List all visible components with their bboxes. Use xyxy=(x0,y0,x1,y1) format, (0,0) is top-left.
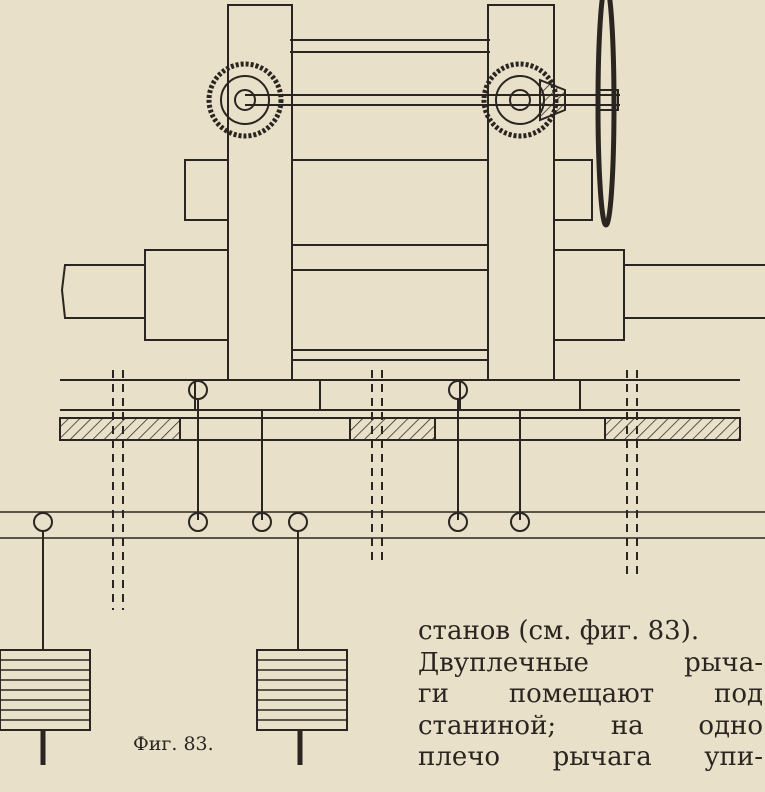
rolls-block xyxy=(291,159,489,361)
text-line: плечо рычага упи- xyxy=(418,742,763,772)
text-line: Двуплечные рыча- xyxy=(418,647,763,678)
right-side-block xyxy=(553,159,593,221)
body-text: станов (см. фиг. 83). Двуплечные рыча- г… xyxy=(418,616,763,774)
hatched-beam xyxy=(59,417,741,441)
text-line: ги помещают под xyxy=(418,679,763,709)
bevel-gear-right xyxy=(481,61,566,139)
left-roll-neck xyxy=(60,249,229,341)
left-side-block xyxy=(184,159,229,221)
anchor-bolts xyxy=(112,370,638,610)
weight-left xyxy=(0,649,91,765)
weight-right xyxy=(256,649,348,765)
top-shaft xyxy=(290,39,490,53)
figure-caption: Фиг. 83. xyxy=(133,733,214,755)
levers xyxy=(0,380,765,650)
left-housing xyxy=(227,4,293,381)
text-line: станов (см. фиг. 83). xyxy=(418,616,700,646)
text-line: станиной; на одно xyxy=(418,710,763,741)
handwheel xyxy=(595,0,619,228)
base-plate xyxy=(60,379,740,411)
bevel-gear-left xyxy=(206,61,284,139)
right-housing xyxy=(487,4,555,381)
right-roll-neck xyxy=(553,249,765,341)
